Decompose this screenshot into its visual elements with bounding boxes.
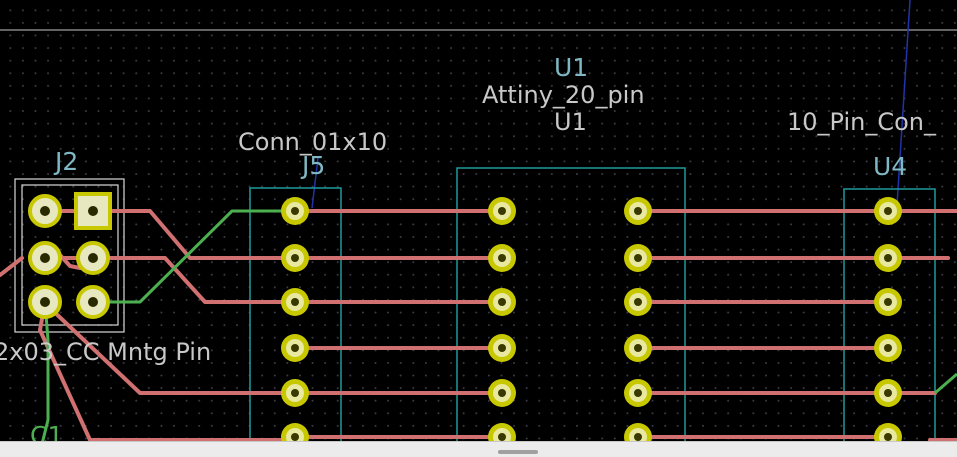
drill-hole: [498, 344, 506, 352]
drill-hole: [291, 207, 299, 215]
drill-hole: [884, 298, 892, 306]
ratsnest-line: [896, 0, 911, 206]
drill-hole: [634, 433, 642, 441]
drill-hole: [498, 207, 506, 215]
u4-reference: U4: [873, 152, 907, 181]
drill-hole: [88, 206, 98, 216]
drill-hole: [291, 298, 299, 306]
scrollbar-handle[interactable]: [498, 450, 538, 454]
drill-hole: [634, 207, 642, 215]
drill-hole: [634, 298, 642, 306]
horizontal-scrollbar[interactable]: [0, 441, 957, 457]
drill-hole: [884, 207, 892, 215]
drill-hole: [498, 254, 506, 262]
j5-outline: [249, 187, 342, 451]
j2-courtyard: [14, 178, 125, 333]
drill-hole: [291, 344, 299, 352]
drill-hole: [884, 254, 892, 262]
drill-hole: [291, 254, 299, 262]
drill-hole: [884, 433, 892, 441]
u1-value: Attiny_20_pin: [482, 81, 645, 109]
u1-reference-fab: U1: [554, 108, 587, 136]
ratsnest-line: [311, 157, 319, 209]
pad-layer[interactable]: [281, 197, 902, 451]
drill-hole: [88, 297, 98, 307]
drill-hole: [634, 344, 642, 352]
drill-hole: [291, 433, 299, 441]
drill-hole: [498, 433, 506, 441]
j2-reference: J2: [53, 147, 78, 176]
j2-pads[interactable]: [28, 192, 112, 319]
drill-hole: [88, 253, 98, 263]
u1-reference: U1: [554, 53, 588, 82]
drill-hole: [884, 389, 892, 397]
drill-hole: [884, 344, 892, 352]
drill-hole: [40, 253, 50, 263]
j5-value: Conn_01x10: [238, 128, 387, 156]
drill-hole: [40, 206, 50, 216]
drill-hole: [291, 389, 299, 397]
drill-hole: [634, 389, 642, 397]
back-copper-tracks: [40, 209, 957, 445]
front-copper-tracks: [0, 209, 957, 442]
drill-hole: [498, 389, 506, 397]
j2-value: 2x03_CC Mntg Pin: [0, 338, 211, 366]
u4-value: 10_Pin_Con_: [787, 108, 937, 136]
j5-reference: J5: [300, 151, 325, 180]
drill-hole: [498, 298, 506, 306]
drill-hole: [634, 254, 642, 262]
drill-hole: [40, 297, 50, 307]
u4-outline: [843, 188, 936, 452]
